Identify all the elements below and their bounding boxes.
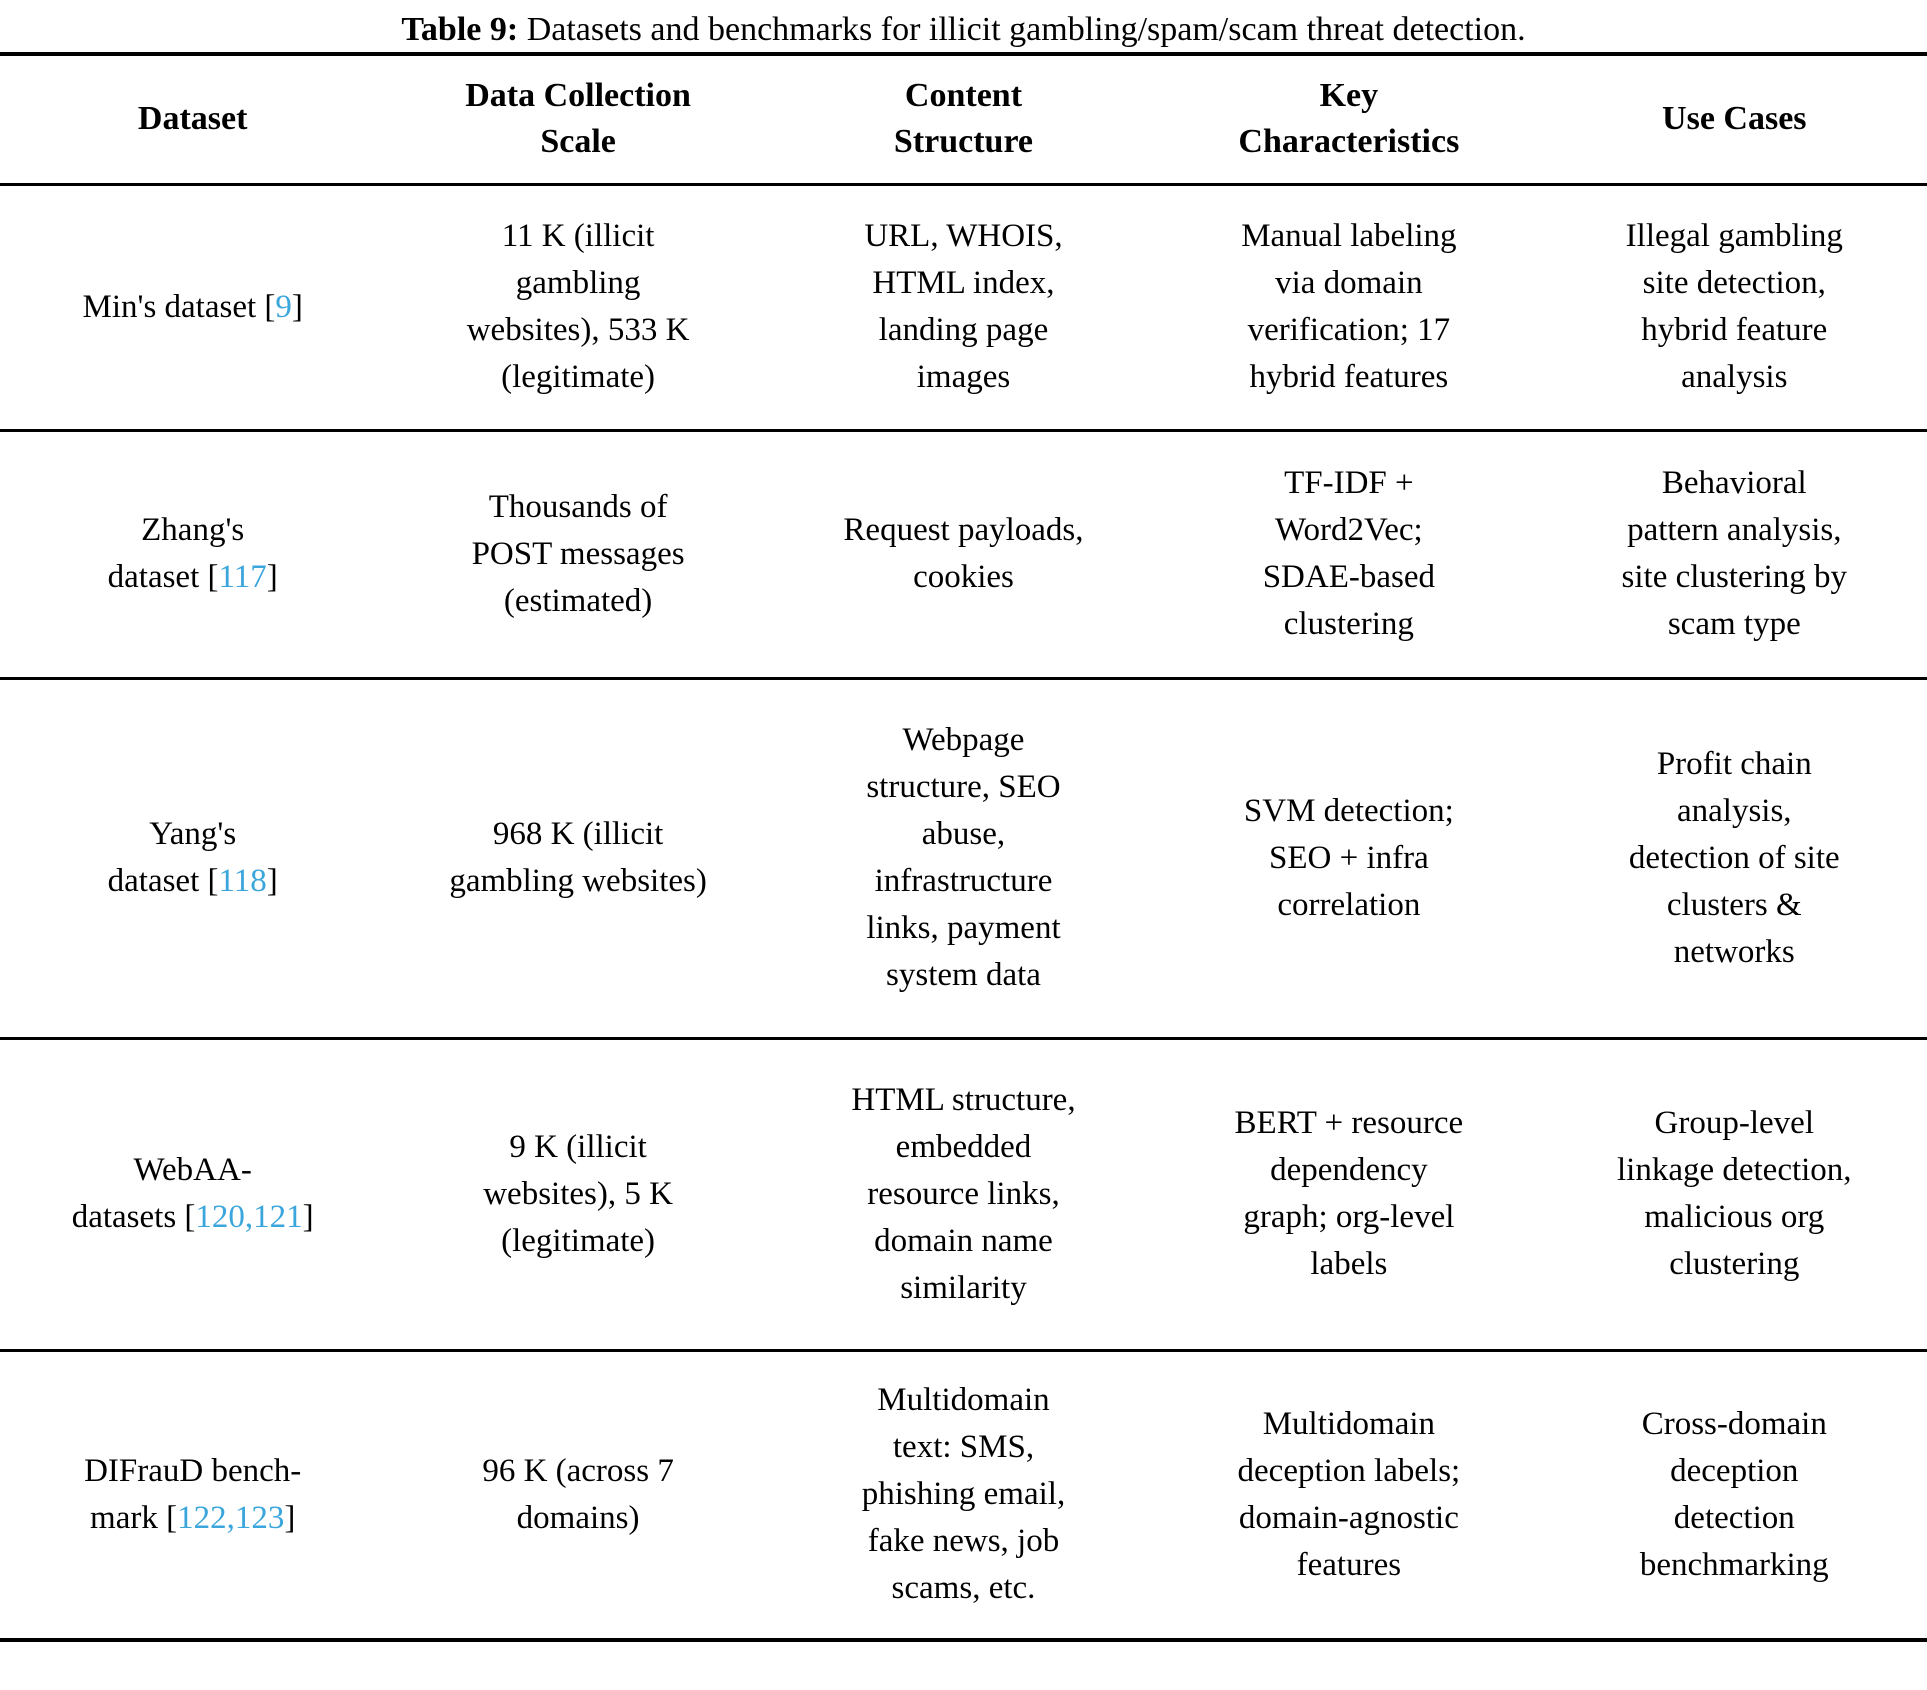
dataset-cell: Min's dataset [9] <box>82 288 303 325</box>
content-structure-cell: HTML structure, embedded resource links,… <box>851 1081 1076 1306</box>
dataset-cell: Yang's dataset [118] <box>107 816 278 899</box>
dataset-cell: Zhang's dataset [117] <box>107 512 278 595</box>
dataset-cell: DIFrauD bench- mark [122,123] <box>84 1452 302 1536</box>
table-row: Yang's dataset [118] 968 K (illicit gamb… <box>0 678 1927 1038</box>
citation-link[interactable]: 9 <box>275 288 292 325</box>
scale-cell: 11 K (illicit gambling websites), 533 K … <box>466 218 690 395</box>
citation-link[interactable]: 120,121 <box>195 1199 303 1235</box>
table-row: Min's dataset [9] 11 K (illicit gambling… <box>0 184 1927 430</box>
scale-cell: 968 K (illicit gambling websites) <box>449 816 707 899</box>
column-header-content-structure: Content Structure <box>893 77 1034 161</box>
citation-link[interactable]: 118 <box>218 863 267 899</box>
key-characteristics-cell: SVM detection; SEO + infra correlation <box>1243 792 1454 923</box>
key-characteristics-cell: TF-IDF + Word2Vec; SDAE-based clustering <box>1262 465 1436 642</box>
dataset-cell: WebAA- datasets [120,121] <box>71 1152 314 1235</box>
use-cases-cell: Behavioral pattern analysis, site cluste… <box>1621 465 1848 642</box>
key-characteristics-cell: BERT + resource dependency graph; org-le… <box>1234 1105 1464 1282</box>
scale-cell: 96 K (across 7 domains) <box>482 1452 674 1536</box>
datasets-table: Dataset Data Collection Scale Content St… <box>0 52 1927 1642</box>
use-cases-cell: Cross-domain deception detection benchma… <box>1639 1405 1829 1583</box>
use-cases-cell: Group-level linkage detection, malicious… <box>1616 1105 1852 1282</box>
scale-cell: 9 K (illicit websites), 5 K (legitimate) <box>483 1128 673 1259</box>
use-cases-cell: Profit chain analysis, detection of site… <box>1628 745 1840 970</box>
column-header-key-characteristics: Key Characteristics <box>1238 77 1460 161</box>
table-row: Zhang's dataset [117] Thousands of POST … <box>0 430 1927 678</box>
caption-text: Datasets and benchmarks for illicit gamb… <box>526 11 1526 48</box>
content-structure-cell: Request payloads, cookies <box>843 512 1084 595</box>
column-header-use-cases: Use Cases <box>1662 100 1807 138</box>
citation-link[interactable]: 122,123 <box>177 1499 285 1536</box>
table-row: WebAA- datasets [120,121] 9 K (illicit w… <box>0 1038 1927 1350</box>
content-structure-cell: URL, WHOIS, HTML index, landing page ima… <box>864 218 1063 395</box>
column-header-dataset: Dataset <box>137 100 248 138</box>
content-structure-cell: Webpage structure, SEO abuse, infrastruc… <box>866 722 1061 993</box>
key-characteristics-cell: Multidomain deception labels; domain-agn… <box>1237 1405 1461 1583</box>
table-row: DIFrauD bench- mark [122,123] 96 K (acro… <box>0 1350 1927 1640</box>
content-structure-cell: Multidomain text: SMS, phishing email, f… <box>861 1382 1066 1607</box>
use-cases-cell: Illegal gambling site detection, hybrid … <box>1625 218 1843 395</box>
caption-label: Table 9: <box>401 11 519 48</box>
column-header-data-collection-scale: Data Collection Scale <box>465 77 691 161</box>
table-caption: Table 9:Datasets and benchmarks for illi… <box>0 0 1927 52</box>
header-row: Dataset Data Collection Scale Content St… <box>0 54 1927 184</box>
key-characteristics-cell: Manual labeling via domain verification;… <box>1241 218 1457 395</box>
scale-cell: Thousands of POST messages (estimated) <box>471 488 685 619</box>
citation-link[interactable]: 117 <box>218 559 267 595</box>
